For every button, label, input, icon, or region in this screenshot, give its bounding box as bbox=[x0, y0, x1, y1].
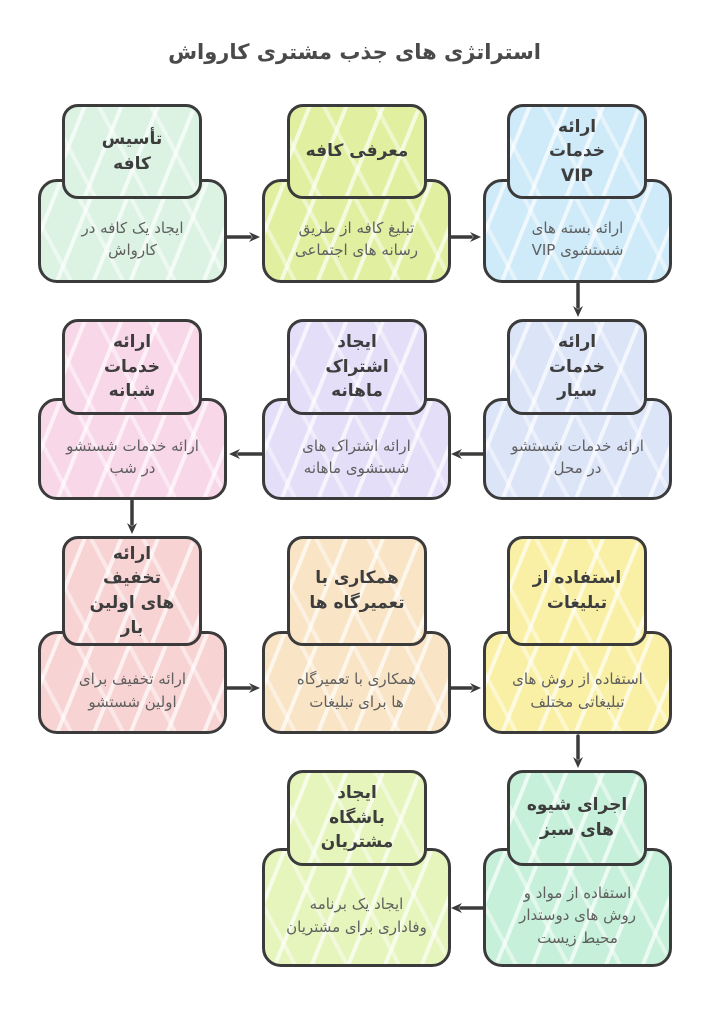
diagram-title: استراتژی های جذب مشتری کارواش bbox=[168, 40, 541, 64]
